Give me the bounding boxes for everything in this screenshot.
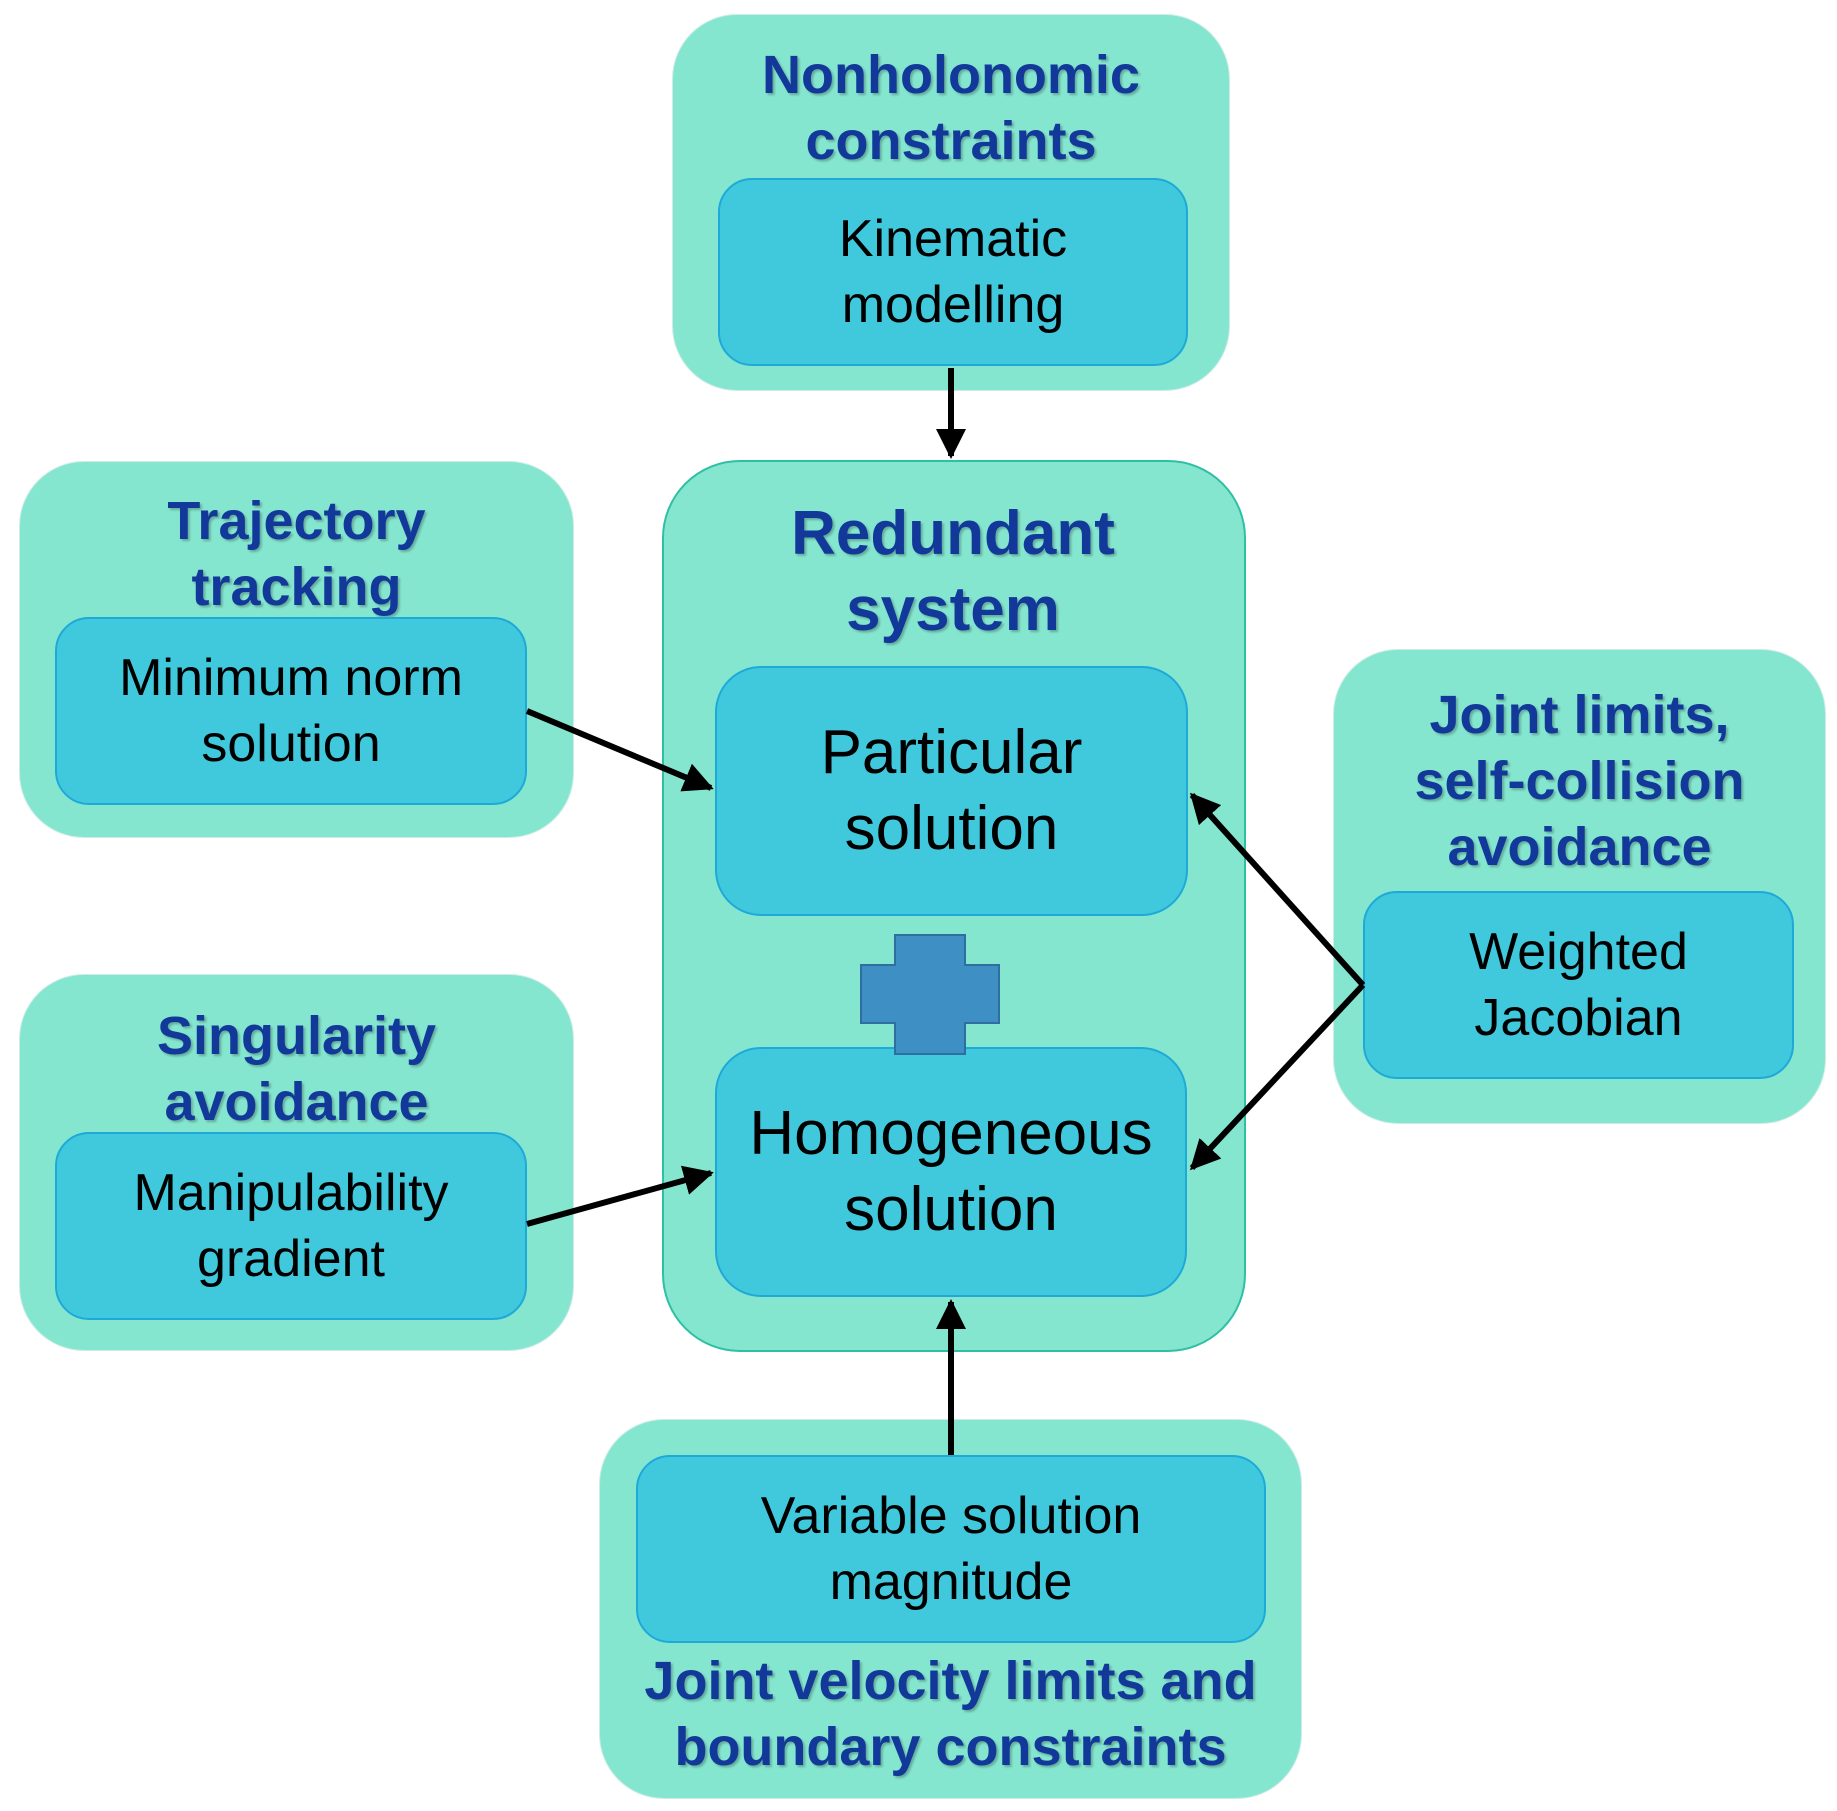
- trajectory-title: Trajectory tracking: [167, 491, 426, 617]
- nonholonomic-title: Nonholonomic constraints: [762, 45, 1140, 171]
- minimum-norm-box: Minimum norm solution: [55, 617, 527, 805]
- singularity-title: Singularity avoidance: [156, 1006, 437, 1132]
- variable-magnitude-box: Variable solution magnitude: [636, 1455, 1266, 1643]
- particular-solution-box: Particular solution: [715, 666, 1188, 916]
- manipulability-box: Manipulability gradient: [55, 1132, 527, 1320]
- weighted-jacobian-box: Weighted Jacobian: [1363, 891, 1794, 1079]
- homogeneous-solution-box: Homogeneous solution: [715, 1047, 1187, 1297]
- kinematic-modelling-box: Kinematic modelling: [718, 178, 1188, 366]
- joint-limits-title: Joint limits, self-collision avoidance: [1414, 685, 1745, 877]
- redundant-system-title: Redundant system: [791, 499, 1115, 644]
- velocity-title: Joint velocity limits and boundary const…: [644, 1651, 1257, 1777]
